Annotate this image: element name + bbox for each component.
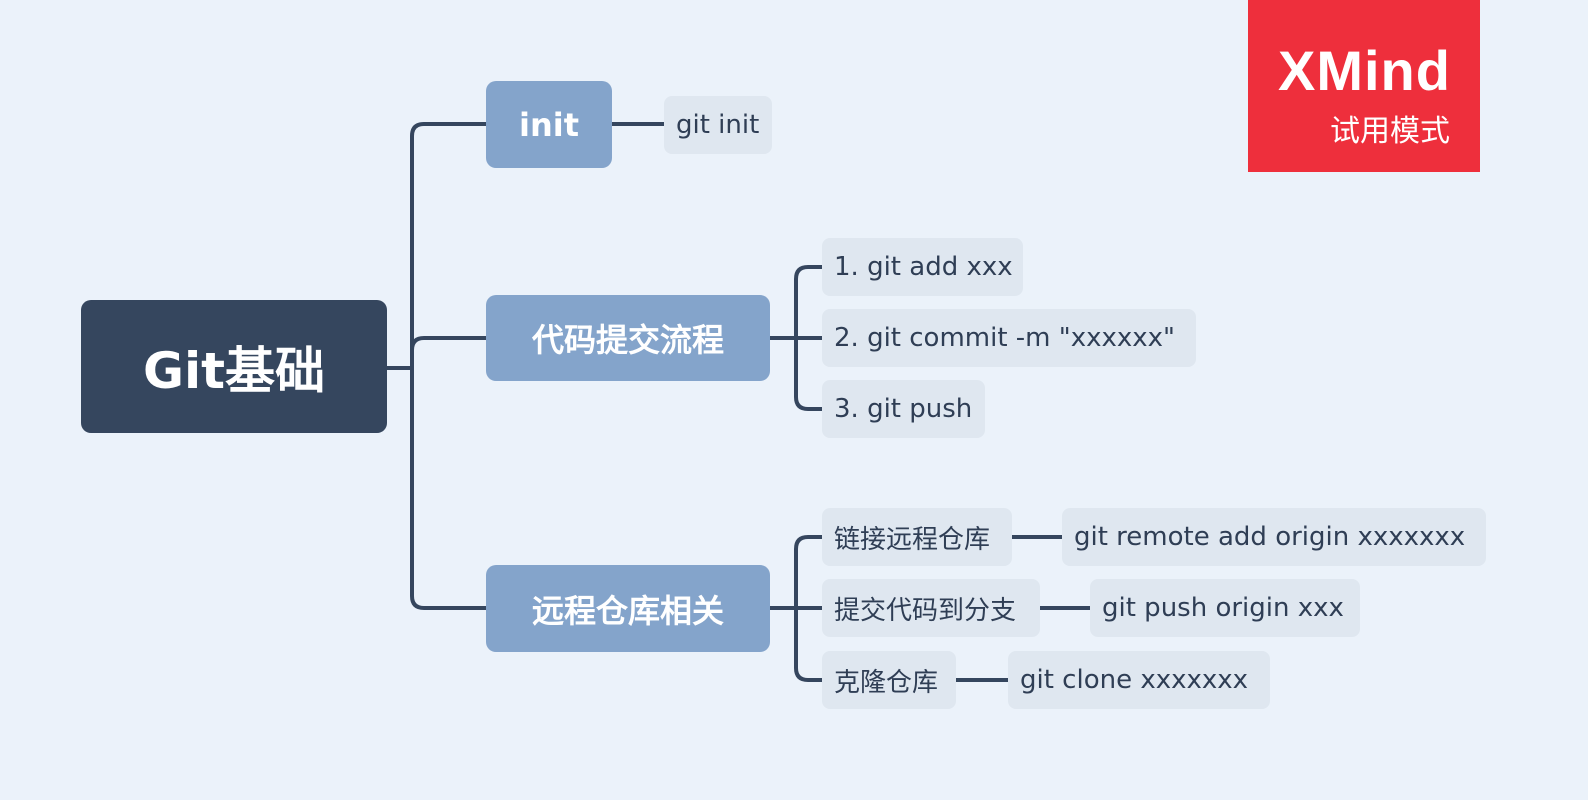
connector-root-remote	[410, 366, 489, 610]
topic-remote-repo[interactable]: 远程仓库相关	[486, 565, 770, 652]
subtopic-git-add[interactable]: 1. git add xxx	[822, 238, 1023, 296]
watermark-title: XMind	[1278, 39, 1451, 102]
topic-init[interactable]: init	[486, 81, 612, 168]
subtopic-push-branch[interactable]: 提交代码到分支	[822, 579, 1040, 637]
watermark-subtitle: 试用模式	[1330, 114, 1450, 149]
xmind-trial-watermark: XMind 试用模式	[1248, 0, 1480, 172]
subtopic-git-init[interactable]: git init	[664, 96, 772, 154]
topic-commit-flow[interactable]: 代码提交流程	[486, 295, 770, 381]
detail-git-push-origin[interactable]: git push origin xxx	[1090, 579, 1360, 637]
root-topic[interactable]: Git基础	[81, 300, 387, 433]
subtopic-git-push[interactable]: 3. git push	[822, 380, 985, 438]
detail-git-clone[interactable]: git clone xxxxxxx	[1008, 651, 1270, 709]
detail-git-remote-add[interactable]: git remote add origin xxxxxxx	[1062, 508, 1486, 566]
connector-root-commit-flow	[410, 336, 489, 370]
subtopic-clone-repo[interactable]: 克隆仓库	[822, 651, 956, 709]
subtopic-link-remote[interactable]: 链接远程仓库	[822, 508, 1012, 566]
connector-root-init	[410, 122, 489, 370]
subtopic-git-commit[interactable]: 2. git commit -m "xxxxxx"	[822, 309, 1196, 367]
